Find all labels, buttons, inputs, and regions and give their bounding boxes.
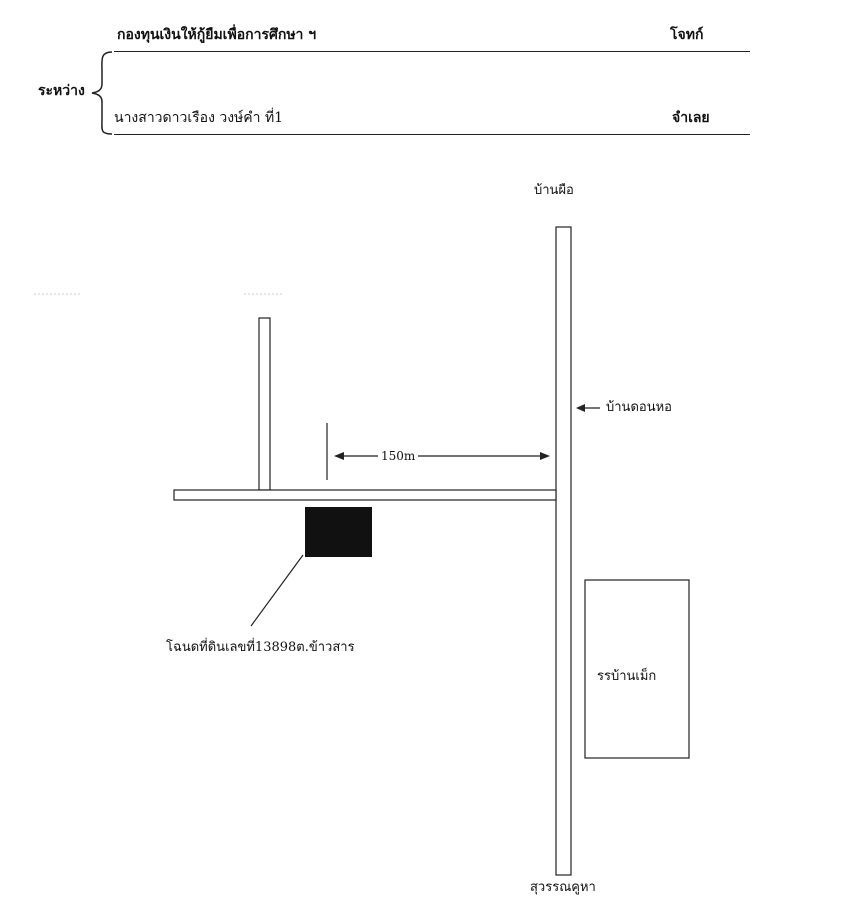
- school-box: [584, 579, 690, 759]
- plaintiff-name: กองทุนเงินให้กู้ยืมเพื่อการศึกษา ฯ: [117, 27, 317, 43]
- plaintiff-underline: [114, 51, 750, 52]
- land-deed-label: โฉนดที่ดินเลขที่13898ต.ข้าวสาร: [166, 640, 355, 655]
- side-road-horizontal: [173, 489, 557, 501]
- deed-leader-line: [250, 554, 304, 627]
- north-destination-label: บ้านผือ: [534, 183, 574, 198]
- side-road-vertical: [258, 317, 271, 491]
- school-label: รรบ้านเม็ก: [597, 669, 657, 684]
- village-label: บ้านดอนหอ: [606, 400, 672, 415]
- distance-arrowhead-left: [334, 452, 344, 460]
- defendant-name: นางสาวดาวเรือง วงษ์คำ ที่1: [114, 110, 284, 126]
- village-arrowhead: [576, 404, 585, 412]
- south-destination-label: สุวรรณคูหา: [530, 880, 596, 895]
- brace: [91, 51, 113, 135]
- defendant-role: จำเลย: [672, 110, 710, 126]
- land-plot: [305, 507, 372, 557]
- defendant-underline: [114, 134, 750, 135]
- distance-arrowhead-right: [540, 452, 550, 460]
- between-label: ระหว่าง: [38, 83, 85, 99]
- main-road: [555, 226, 572, 876]
- distance-label: 150m: [381, 449, 416, 463]
- plaintiff-role: โจทก์: [670, 27, 704, 43]
